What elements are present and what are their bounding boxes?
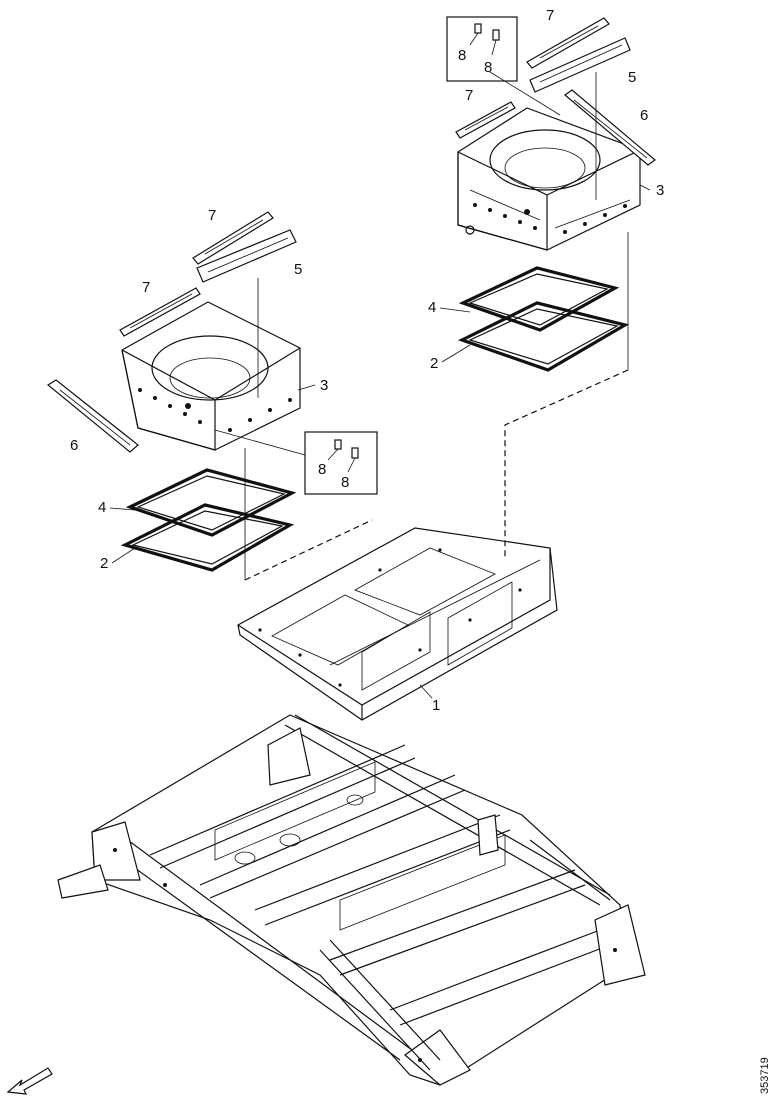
housing-part-3-right: [457, 107, 641, 251]
callout-8-middle-a: 8: [318, 461, 326, 478]
fastener-box-8-top: [446, 16, 518, 82]
callout-5-right: 5: [628, 69, 636, 86]
upper-left-housing-assembly: [46, 211, 378, 580]
strip-6-right: [564, 89, 656, 166]
strip-5-right: [529, 37, 631, 93]
callout-1: 1: [432, 697, 440, 714]
strip-7-left-mid: [119, 287, 201, 337]
seal-4-left: [125, 468, 297, 537]
callout-6-right: 6: [640, 107, 648, 124]
callout-8-middle-b: 8: [341, 474, 349, 491]
callout-3-right: 3: [656, 182, 664, 199]
seal-2-right: [457, 301, 630, 372]
tray-part-1: [237, 527, 558, 721]
callout-7-right-mid: 7: [465, 87, 473, 104]
fastener-box-8-middle: [304, 431, 378, 495]
callout-6-left: 6: [70, 437, 78, 454]
callout-5-left: 5: [294, 261, 302, 278]
strip-7-left-top: [192, 211, 274, 265]
callout-8-right-a: 8: [458, 47, 466, 64]
callout-4-right: 4: [428, 299, 436, 316]
callout-7-left-top: 7: [208, 207, 216, 224]
callout-labels: 7 8 8 5 7 6 3 4 2 7 5 7 3 6 8 8 4 2 1: [70, 7, 664, 714]
callout-3-left: 3: [320, 377, 328, 394]
callout-2-right: 2: [430, 355, 438, 372]
main-chassis-frame: [57, 714, 646, 1086]
callout-2-left: 2: [100, 555, 108, 572]
strip-6-left: [46, 379, 139, 453]
callout-4-left: 4: [98, 499, 106, 516]
housing-part-3-left: [121, 301, 301, 451]
callout-7-right-top: 7: [546, 7, 554, 24]
callout-8-right-b: 8: [484, 59, 492, 76]
upper-right-housing-assembly: [446, 16, 656, 372]
seal-2-left: [120, 503, 295, 572]
drawing-reference-number: 353719: [759, 1057, 771, 1094]
front-direction-arrow-icon: [6, 1067, 53, 1095]
strip-5-left: [196, 229, 297, 283]
seal-4-right: [458, 266, 620, 332]
strip-7-right-top: [526, 17, 610, 69]
callout-7-left-mid: 7: [142, 279, 150, 296]
strip-7-right-mid: [455, 101, 516, 139]
